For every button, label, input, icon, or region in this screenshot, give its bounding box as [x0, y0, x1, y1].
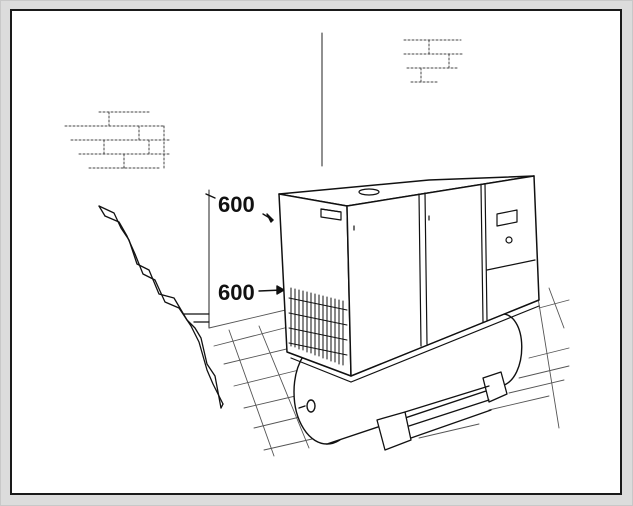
- brick-pattern-left: [64, 111, 172, 169]
- dimension-arrows: [205, 193, 285, 295]
- compressor-installation-illustration: [64, 32, 570, 457]
- brick-pattern-right: [403, 39, 465, 83]
- wall-cutaway-edge: [98, 205, 224, 409]
- louver-grille: [288, 287, 348, 366]
- clearance-dimension-side: 600: [218, 280, 255, 305]
- clearance-dimension-top: 600: [218, 192, 255, 217]
- cabinet-details: [286, 183, 540, 383]
- room-walls: [208, 32, 323, 329]
- compressor-cabinet: [278, 175, 540, 377]
- tank-feet: [376, 371, 508, 451]
